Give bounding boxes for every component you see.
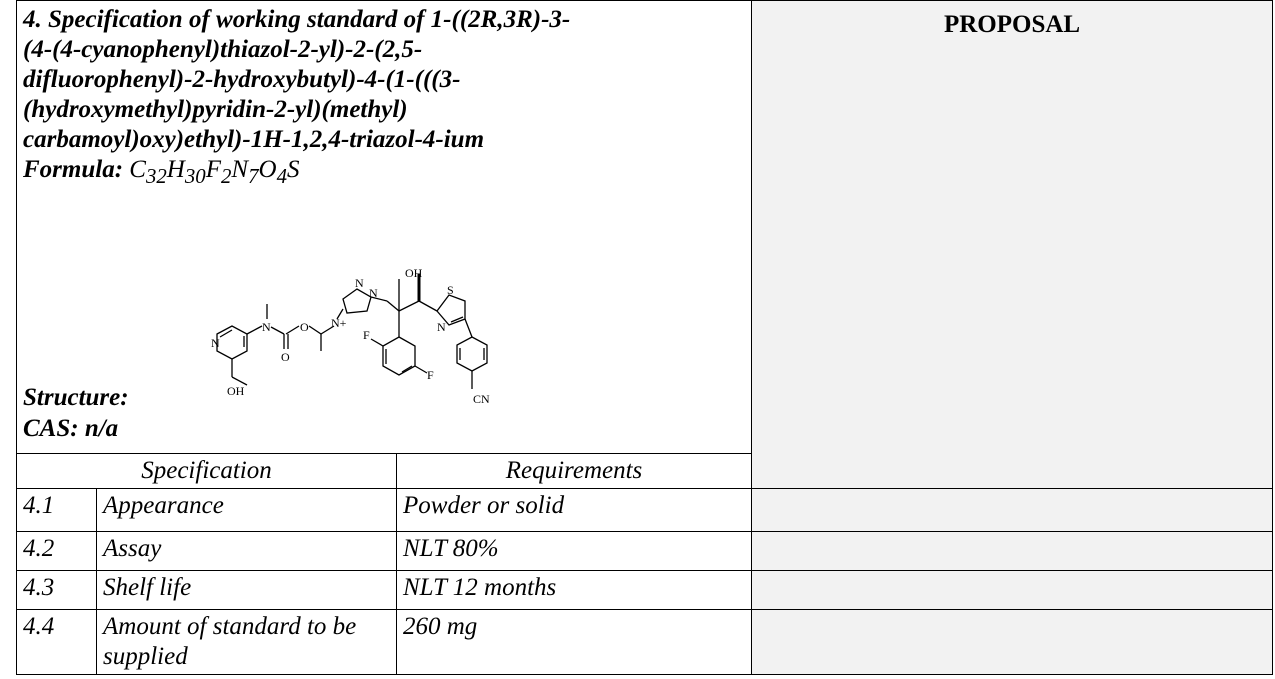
chemical-structure-image: N O O OH N N+ N N OH F F S N CN	[211, 266, 490, 406]
formula-label: Formula:	[23, 156, 124, 183]
structure-label: Structure:	[23, 384, 129, 411]
row-proposal	[751, 531, 1274, 571]
formula-value: C32H30F2N7O4S	[129, 156, 300, 188]
row-number: 4.2	[16, 531, 97, 571]
row-requirement: NLT 80%	[395, 531, 753, 571]
row-proposal	[751, 570, 1274, 610]
svg-text:N: N	[262, 320, 271, 334]
row-requirement: 260 mg	[395, 609, 753, 675]
row-number: 4.3	[16, 570, 97, 610]
document-page: 4. Specification of working standard of …	[15, 0, 1274, 679]
svg-text:OH: OH	[227, 384, 245, 398]
title-cell: 4. Specification of working standard of …	[15, 0, 753, 454]
row-specification: Amount of standard to be supplied	[96, 609, 397, 675]
specification-header: Specification	[16, 453, 397, 489]
svg-text:O: O	[300, 320, 309, 334]
svg-text:OH: OH	[405, 266, 423, 280]
row-specification: Shelf life	[96, 570, 397, 610]
formula-line: Formula: C32H30F2N7O4S	[23, 155, 751, 191]
svg-text:CN: CN	[473, 392, 490, 406]
row-number: 4.1	[16, 488, 97, 532]
row-proposal	[751, 488, 1274, 532]
table-row: 4.3 Shelf life NLT 12 months	[16, 570, 1274, 610]
row-proposal	[751, 609, 1274, 675]
row-requirement: Powder or solid	[395, 488, 753, 532]
table-row: 4.2 Assay NLT 80%	[16, 531, 1274, 571]
document-title: 4. Specification of working standard of …	[23, 6, 571, 153]
row-specification: Appearance	[96, 488, 397, 532]
table-row: 4.4 Amount of standard to be supplied 26…	[16, 609, 1274, 675]
proposal-header: PROPOSAL	[751, 0, 1274, 489]
cas-label: CAS: n/a	[23, 415, 119, 442]
svg-text:N: N	[355, 276, 364, 290]
row-requirement: NLT 12 months	[395, 570, 753, 610]
svg-text:N: N	[211, 336, 220, 350]
row-specification: Assay	[96, 531, 397, 571]
svg-text:N: N	[369, 286, 378, 300]
specification-table: 4. Specification of working standard of …	[15, 0, 1274, 675]
requirements-header: Requirements	[395, 453, 753, 489]
svg-text:F: F	[363, 328, 370, 342]
table-row: 4.1 Appearance Powder or solid	[16, 488, 1274, 532]
svg-text:N+: N+	[331, 316, 347, 330]
row-number: 4.4	[16, 609, 97, 675]
svg-text:S: S	[447, 283, 454, 297]
svg-text:O: O	[281, 350, 290, 364]
svg-text:N: N	[437, 320, 446, 334]
svg-text:F: F	[427, 368, 434, 382]
